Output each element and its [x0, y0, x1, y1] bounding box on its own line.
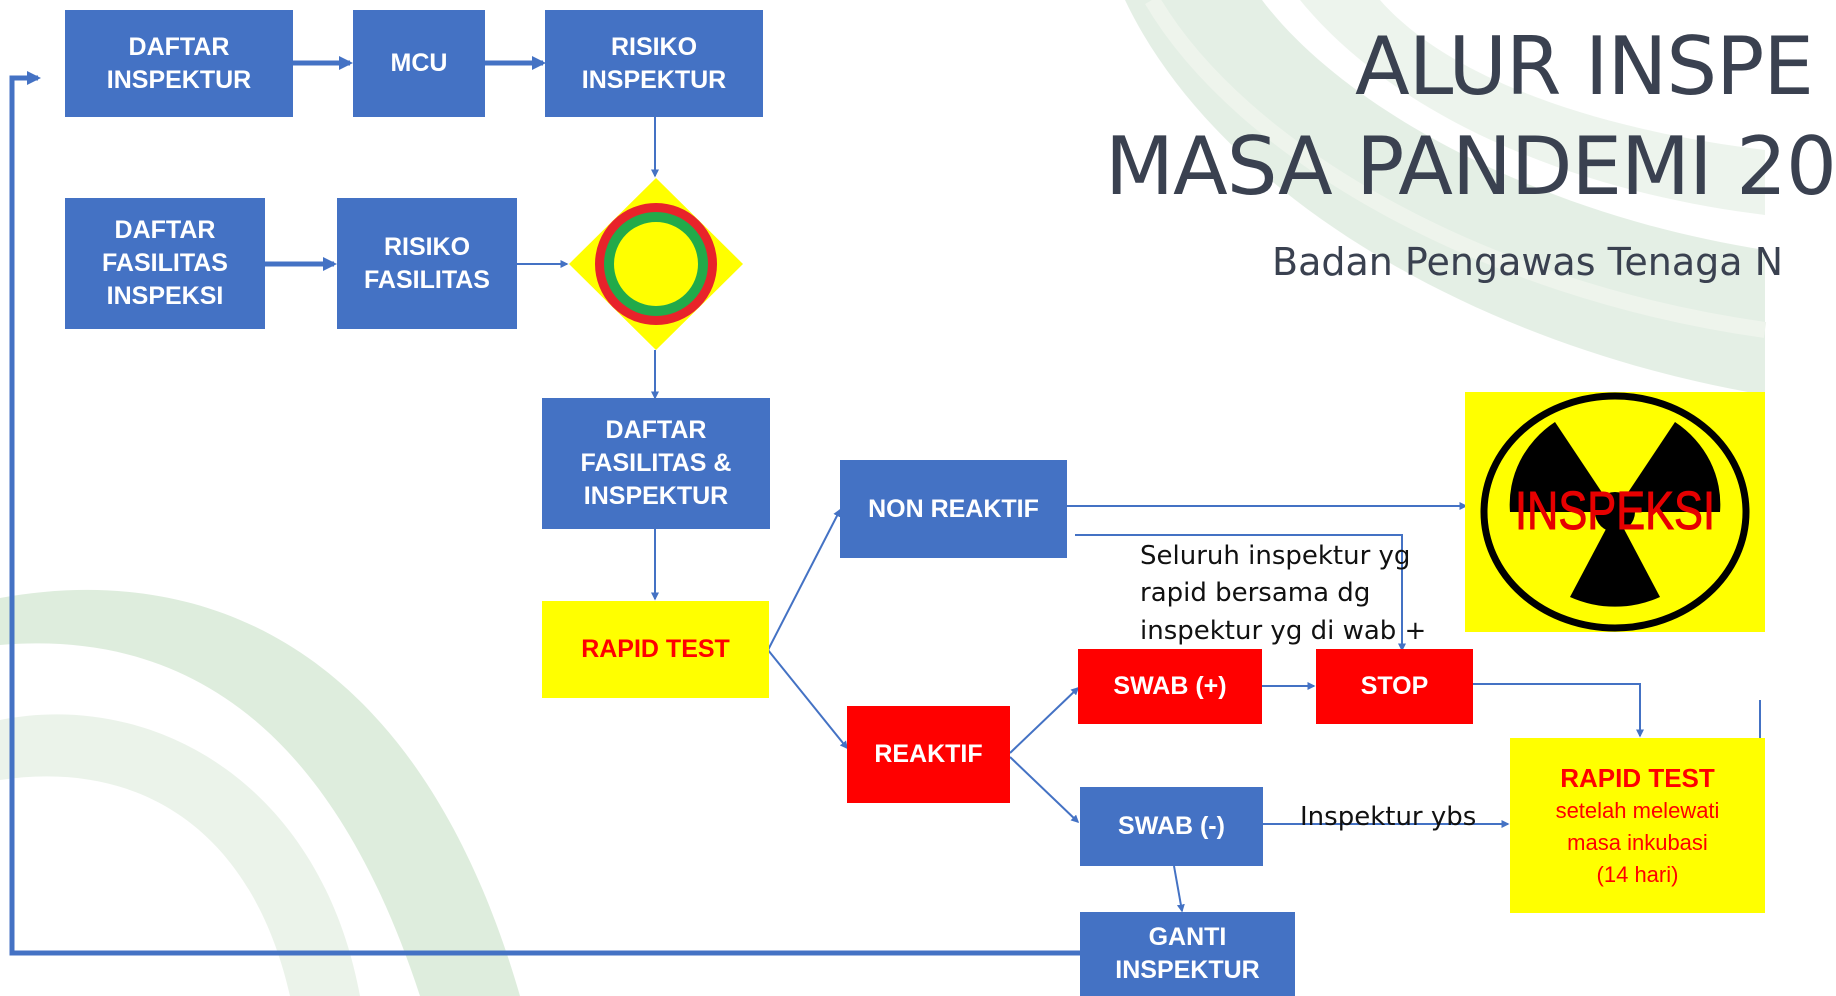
title-line-1: ALUR INSPE — [1355, 20, 1814, 113]
box-rapid-test: RAPID TEST — [542, 601, 769, 698]
rapid-test-incubation-title: RAPID TEST — [1560, 762, 1715, 793]
box-stop: STOP — [1316, 649, 1473, 724]
background-decoration — [0, 0, 1767, 996]
box-daftar-inspektur: DAFTAR INSPEKTUR — [65, 10, 293, 117]
box-swab-positive: SWAB (+) — [1078, 649, 1262, 724]
arrow-swab-neg-to-ganti — [1173, 865, 1185, 913]
note-seluruh-inspektur: Seluruh inspektur yg rapid bersama dg in… — [1140, 541, 1427, 646]
arrow-ganti-loop-back — [9, 71, 1080, 956]
arrow-nonreaktif-to-stop — [1075, 534, 1406, 652]
box-reaktif: REAKTIF — [847, 706, 1010, 803]
box-daftar-fasilitas-inspeksi: DAFTAR FASILITAS INSPEKSI — [65, 198, 265, 329]
box-swab-negative: SWAB (-) — [1080, 787, 1263, 866]
box-ganti-inspektur: GANTI INSPEKTUR — [1080, 912, 1295, 996]
box-risiko-inspektur: RISIKO INSPEKTUR — [545, 10, 763, 117]
box-risiko-fasilitas: RISIKO FASILITAS — [337, 198, 517, 329]
box-mcu: MCU — [353, 10, 485, 117]
inspeksi-logo: INSPEKSI — [1465, 392, 1765, 632]
subtitle: Badan Pengawas Tenaga N — [1272, 240, 1784, 284]
note-inspektur-ybs: Inspektur ybs — [1300, 802, 1477, 832]
box-daftar-fasilitas-inspektur: DAFTAR FASILITAS & INSPEKTUR — [542, 398, 770, 529]
arrow-stop-to-rapid2 — [1473, 683, 1644, 738]
arrow-reaktif-to-swab-pos — [1009, 686, 1080, 754]
inspeksi-logo-text: INSPEKSI — [1515, 481, 1715, 541]
arrow-reaktif-to-swab-neg — [1009, 756, 1080, 824]
arrow-rapid-to-reaktif — [767, 649, 848, 750]
flow-connectors — [9, 56, 1764, 956]
box-rapid-test-incubation: RAPID TEST setelah melewati masa inkubas… — [1510, 738, 1765, 913]
arrow-rapid-to-nonreaktif — [767, 508, 841, 651]
title-line-2: MASA PANDEMI 20 — [1105, 120, 1836, 213]
radiation-trefoil-icon: INSPEKSI — [1480, 392, 1750, 632]
risk-matrix-icon — [569, 178, 743, 350]
rapid-test-incubation-detail: setelah melewati masa inkubasi (14 hari) — [1555, 797, 1720, 887]
box-non-reaktif: NON REAKTIF — [840, 460, 1067, 558]
